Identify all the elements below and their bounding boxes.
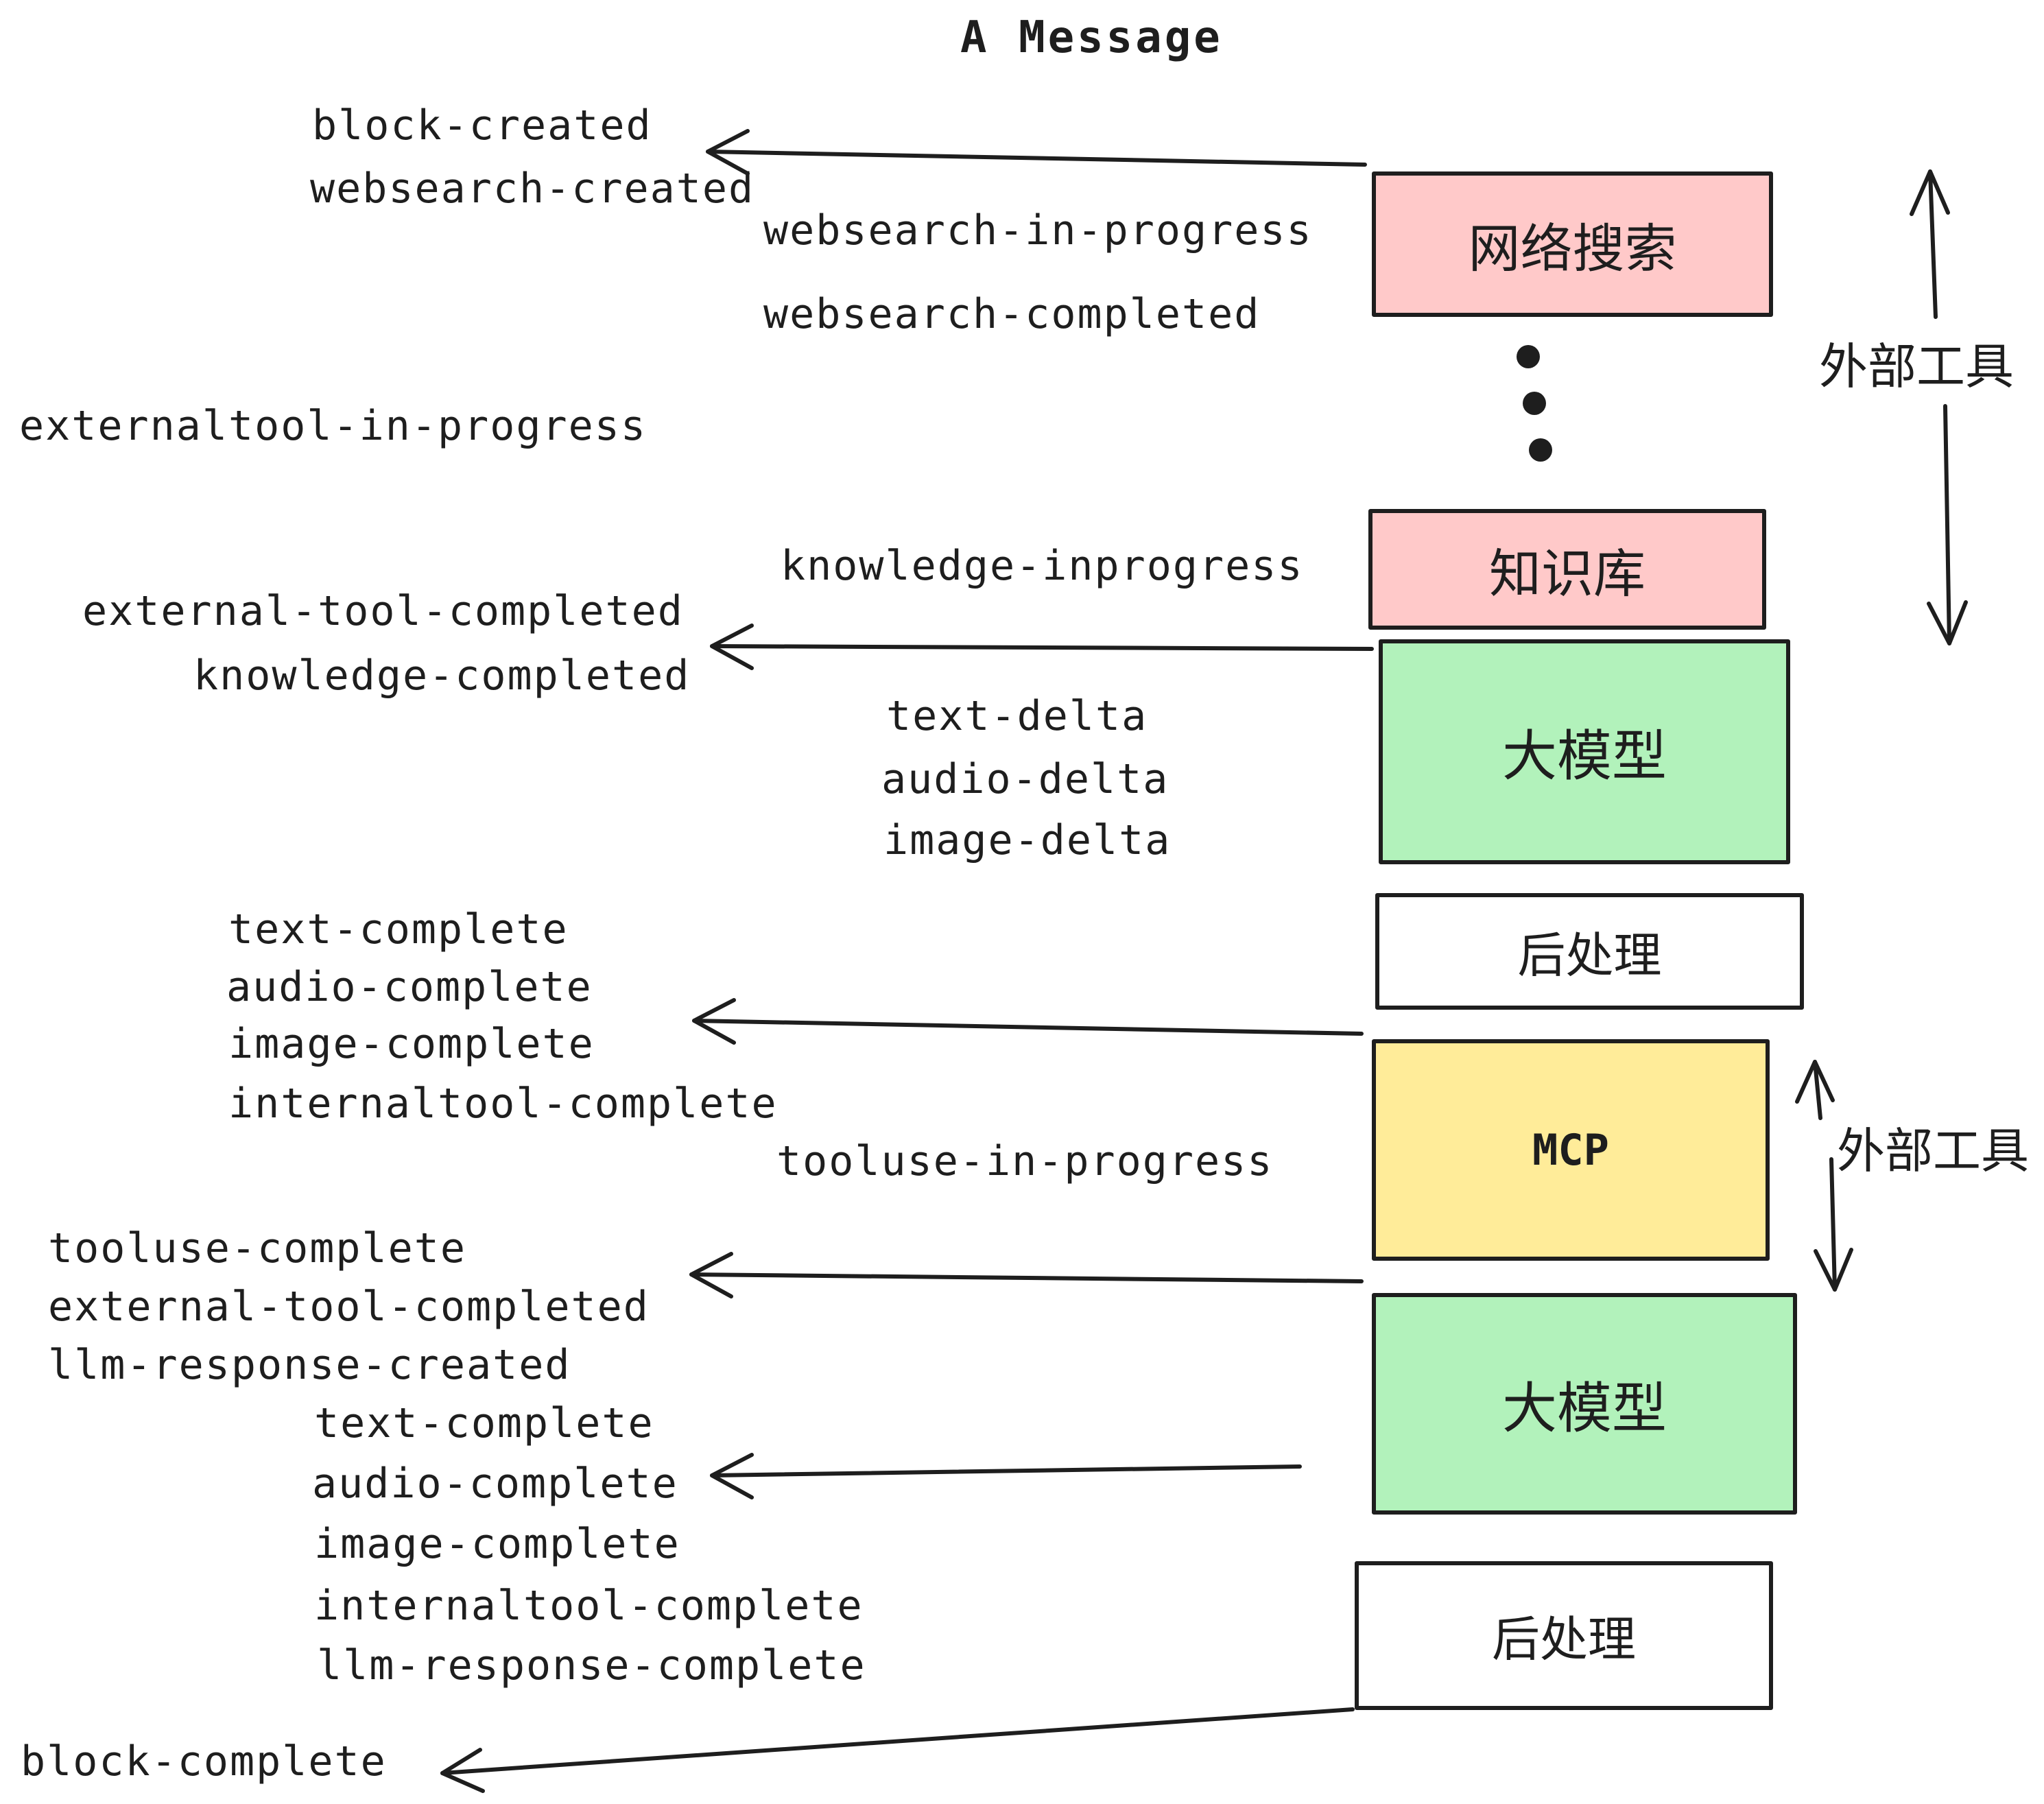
event-label-text-delta-1: text-delta — [886, 692, 1148, 740]
event-label-text-complete-1: text-complete — [228, 905, 569, 953]
event-label-internaltool-complete-1: internaltool-complete — [228, 1080, 778, 1128]
box-mcp-label: MCP — [1532, 1125, 1609, 1175]
event-label-image-delta-1: image-delta — [883, 816, 1172, 864]
arrow-image-complete-icon — [692, 998, 1364, 1045]
box-llm-2-label: 大模型 — [1502, 1377, 1667, 1439]
arrow-tooluse-complete-icon — [689, 1252, 1364, 1298]
external-tools-down-arrow-2-icon — [1814, 1157, 1853, 1292]
ellipsis-dots-icon — [1517, 345, 1552, 462]
external-tools-up-arrow-icon — [1910, 169, 1950, 319]
box-postprocess-1: 后处理 — [1375, 893, 1804, 1010]
event-label-external-tool-completed-2: external-tool-completed — [48, 1283, 650, 1331]
event-label-llm-response-complete: llm-response-complete — [317, 1641, 866, 1689]
diagram-title: A Message — [960, 12, 1223, 63]
external-tools-up-arrow-2-icon — [1795, 1060, 1835, 1120]
arrow-websearch-to-block-created-icon — [706, 129, 1367, 176]
event-label-block-complete: block-complete — [21, 1737, 387, 1785]
box-mcp: MCP — [1372, 1039, 1770, 1261]
external-tools-note-2: 外部工具 — [1837, 1124, 2029, 1178]
event-label-block-created: block-created — [312, 102, 652, 150]
event-label-tooluse-in-progress: tooluse-in-progress — [776, 1137, 1274, 1185]
box-knowledge-base: 知识库 — [1368, 509, 1766, 630]
arrow-audio-complete-icon — [710, 1453, 1302, 1499]
event-label-audio-delta-1: audio-delta — [881, 755, 1169, 803]
event-label-websearch-created: websearch-created — [310, 165, 755, 213]
event-label-image-complete-1: image-complete — [228, 1020, 595, 1068]
external-tools-down-arrow-icon — [1927, 404, 1968, 645]
box-llm-1: 大模型 — [1379, 639, 1790, 864]
box-postprocess-1-label: 后处理 — [1517, 928, 1662, 982]
arrow-knowledge-completed-icon — [710, 624, 1374, 670]
box-llm-2: 大模型 — [1372, 1293, 1797, 1515]
box-websearch: 网络搜索 — [1372, 171, 1773, 317]
event-label-tooluse-complete: tooluse-complete — [48, 1224, 466, 1272]
box-knowledge-base-label: 知识库 — [1489, 545, 1645, 604]
arrow-block-complete-icon — [440, 1707, 1355, 1793]
event-label-audio-complete-1: audio-complete — [226, 963, 593, 1011]
event-label-llm-response-created: llm-response-created — [48, 1341, 571, 1389]
external-tools-note-1: 外部工具 — [1819, 340, 2015, 394]
event-label-websearch-in-progress: websearch-in-progress — [763, 206, 1313, 254]
box-websearch-label: 网络搜索 — [1468, 220, 1677, 278]
event-label-internaltool-complete-2: internaltool-complete — [314, 1582, 864, 1630]
event-label-knowledge-inprogress: knowledge-inprogress — [781, 542, 1304, 590]
event-label-knowledge-completed: knowledge-completed — [193, 652, 691, 700]
event-label-externaltool-in-progress: externaltool-in-progress — [19, 402, 647, 450]
box-postprocess-2: 后处理 — [1355, 1561, 1773, 1710]
event-label-text-complete-2: text-complete — [314, 1399, 654, 1447]
event-label-external-tool-completed: external-tool-completed — [82, 587, 684, 635]
event-label-image-complete-2: image-complete — [314, 1520, 680, 1568]
box-postprocess-2-label: 后处理 — [1492, 1613, 1636, 1666]
box-llm-1-label: 大模型 — [1502, 726, 1667, 787]
event-label-audio-complete-2: audio-complete — [312, 1460, 678, 1508]
event-label-websearch-completed: websearch-completed — [763, 290, 1261, 338]
